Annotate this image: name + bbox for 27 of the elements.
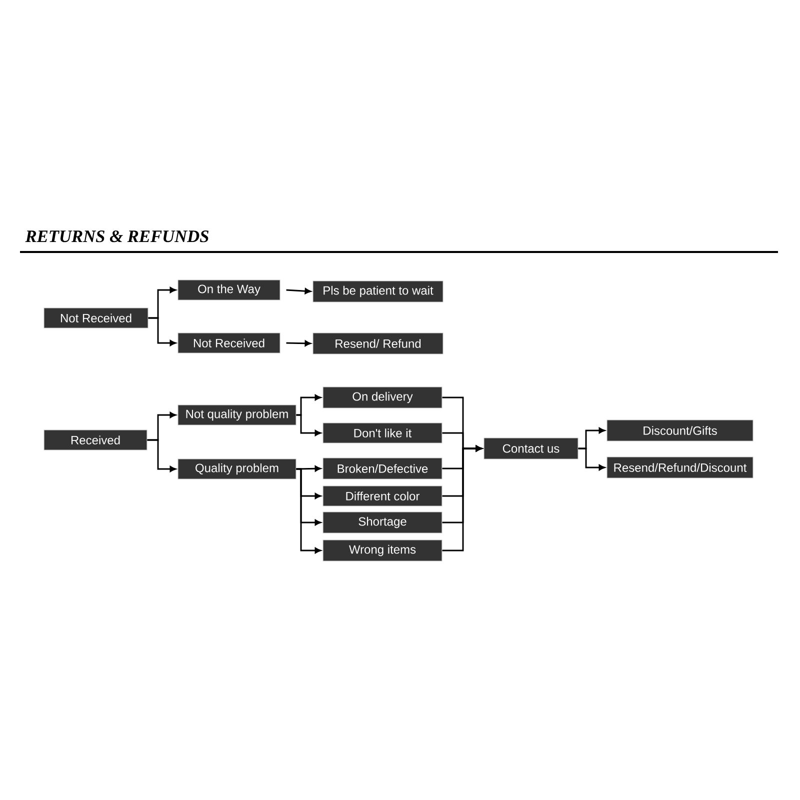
process-box: On delivery xyxy=(322,386,442,408)
process-box: Not quality problem xyxy=(178,404,296,426)
process-box: Contact us xyxy=(484,438,578,460)
arrow xyxy=(296,468,321,554)
arrow xyxy=(578,448,605,470)
arrow xyxy=(296,466,321,472)
arrow xyxy=(286,340,311,346)
arrow xyxy=(148,317,176,346)
process-box: Different color xyxy=(322,486,442,506)
process-box: Wrong items xyxy=(322,540,442,562)
arrow xyxy=(286,288,311,294)
process-box: Shortage xyxy=(322,512,442,534)
process-box: On the Way xyxy=(178,280,280,300)
process-box: Broken/Defective xyxy=(322,458,442,480)
process-box: Resend/ Refund xyxy=(312,332,444,354)
arrow xyxy=(442,446,482,552)
process-box: Resend/Refund/Discount xyxy=(606,456,754,478)
arrow xyxy=(147,439,176,472)
process-box: Pls be patient to wait xyxy=(312,280,444,302)
process-box: Discount/Gifts xyxy=(606,420,754,442)
title: RETURNS & REFUNDS xyxy=(25,230,208,242)
process-box: Received xyxy=(44,430,148,450)
process-box: Don't like it xyxy=(322,422,442,444)
process-box: Not Received xyxy=(178,332,280,354)
arrow xyxy=(296,414,321,436)
process-box: Not Received xyxy=(44,308,148,328)
process-box: Quality problem xyxy=(178,458,296,480)
